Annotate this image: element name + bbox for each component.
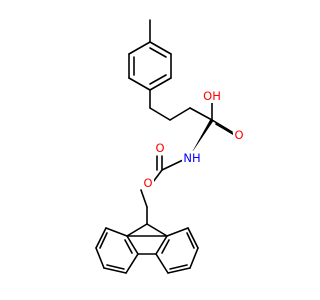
hydroxyl-oxygen-label: OH — [201, 89, 223, 103]
propyl-chain — [149, 89, 191, 121]
carbamate-ester-oxygen-text: O — [143, 176, 152, 190]
carbamate-carbonyl-oxygen-label: O — [154, 141, 166, 155]
carbamate-ester-oxygen-label: O — [142, 176, 154, 190]
carbamate-group — [140, 155, 184, 208]
chemical-structure: OH O NH O O — [95, 19, 245, 274]
stereo-wedge — [191, 120, 214, 154]
carbonyl-oxygen-label: O — [233, 128, 245, 142]
hydroxyl-oxygen-text: OH — [203, 89, 221, 103]
tolyl-ring — [128, 41, 172, 91]
carboxylic-acid-group — [189, 102, 234, 135]
carbamate-nitrogen-label: NH — [182, 151, 202, 165]
carbamate-nitrogen-text: NH — [183, 151, 200, 165]
carbamate-carbonyl-oxygen-text: O — [155, 141, 164, 155]
carbonyl-oxygen-text: O — [234, 128, 243, 142]
fluorenyl-group — [95, 206, 199, 274]
